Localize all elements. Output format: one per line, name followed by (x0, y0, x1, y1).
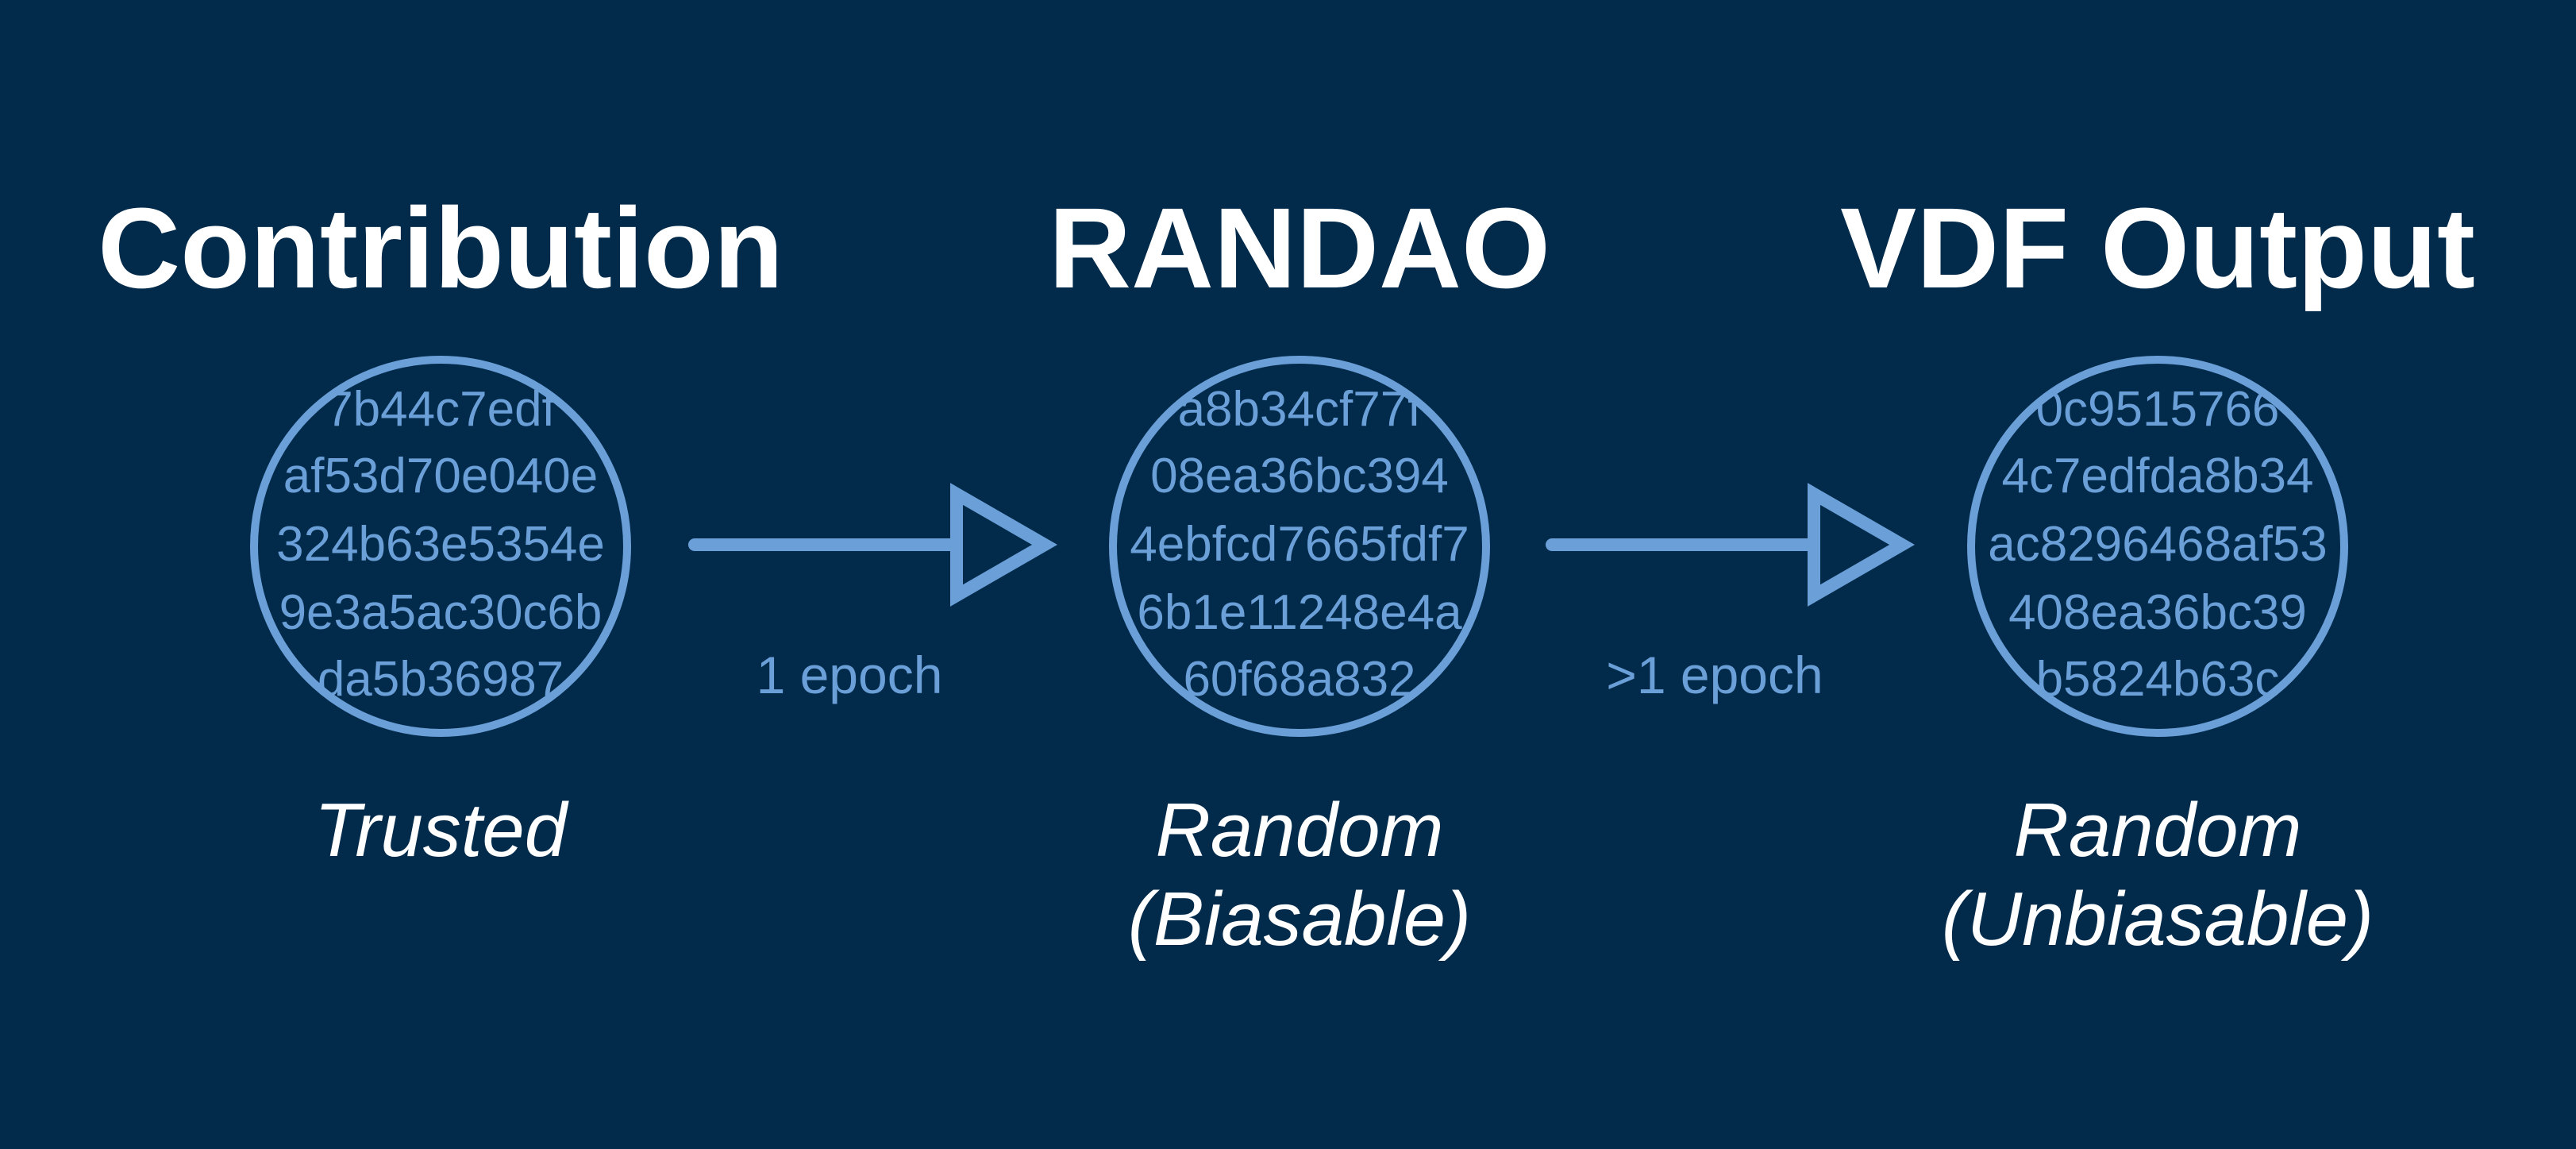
hex-line: b5824b63c (2036, 652, 2280, 707)
arrow-contribution-to-randao (688, 483, 1058, 607)
hex-line: 7b44c7edf (325, 382, 556, 437)
hex-line: 324b63e5354e (276, 517, 605, 572)
hex-line: 6b1e11248e4a (1137, 585, 1462, 640)
stage-caption-contribution: Trusted (44, 786, 837, 875)
stage-caption-vdf-output: Random (Unbiasable) (1761, 786, 2555, 964)
caption-line: (Unbiasable) (1941, 877, 2374, 962)
hex-line: ac8296468af53 (1988, 517, 2328, 572)
caption-line: Random (1155, 788, 1444, 873)
hex-line: a8b34cf77f (1178, 382, 1423, 437)
transition-label-2: >1 epoch (1606, 646, 1823, 704)
hex-line: 08ea36bc394 (1150, 449, 1449, 503)
stage-node-vdf-output: 0c9515766 4c7edfda8b34 ac8296468af53 408… (1967, 356, 2348, 737)
arrow-head (1808, 483, 1916, 607)
hex-line: 0c9515766 (2036, 382, 2280, 437)
hex-line: 4ebfcd7665fdf7 (1130, 517, 1469, 572)
transition-label-1: 1 epoch (756, 646, 943, 704)
hex-line: 408ea36bc39 (2008, 585, 2307, 640)
stage-title-contribution: Contribution (98, 184, 784, 312)
stage-caption-randao: Random (Biasable) (903, 786, 1696, 964)
hex-line: 4c7edfda8b34 (2001, 449, 2313, 503)
node-circle (1109, 356, 1490, 737)
stage-node-contribution: 7b44c7edf af53d70e040e 324b63e5354e 9e3a… (250, 356, 631, 737)
hex-line: 60f68a832 (1183, 652, 1415, 707)
node-circle (250, 356, 631, 737)
stage-title-randao: RANDAO (1049, 184, 1550, 312)
hex-line: da5b36987 (318, 652, 564, 707)
stage-title-vdf-output: VDF Output (1840, 184, 2475, 312)
hex-line: 9e3a5ac30c6b (279, 585, 603, 640)
caption-line: (Biasable) (1127, 877, 1472, 962)
hex-line: af53d70e040e (283, 449, 599, 503)
arrow-randao-to-vdf (1546, 483, 1916, 607)
arrow-head (950, 483, 1058, 607)
node-circle (1967, 356, 2348, 737)
caption-line: Trusted (314, 788, 568, 873)
stage-node-randao: a8b34cf77f 08ea36bc394 4ebfcd7665fdf7 6b… (1109, 356, 1490, 737)
caption-line: Random (2013, 788, 2302, 873)
